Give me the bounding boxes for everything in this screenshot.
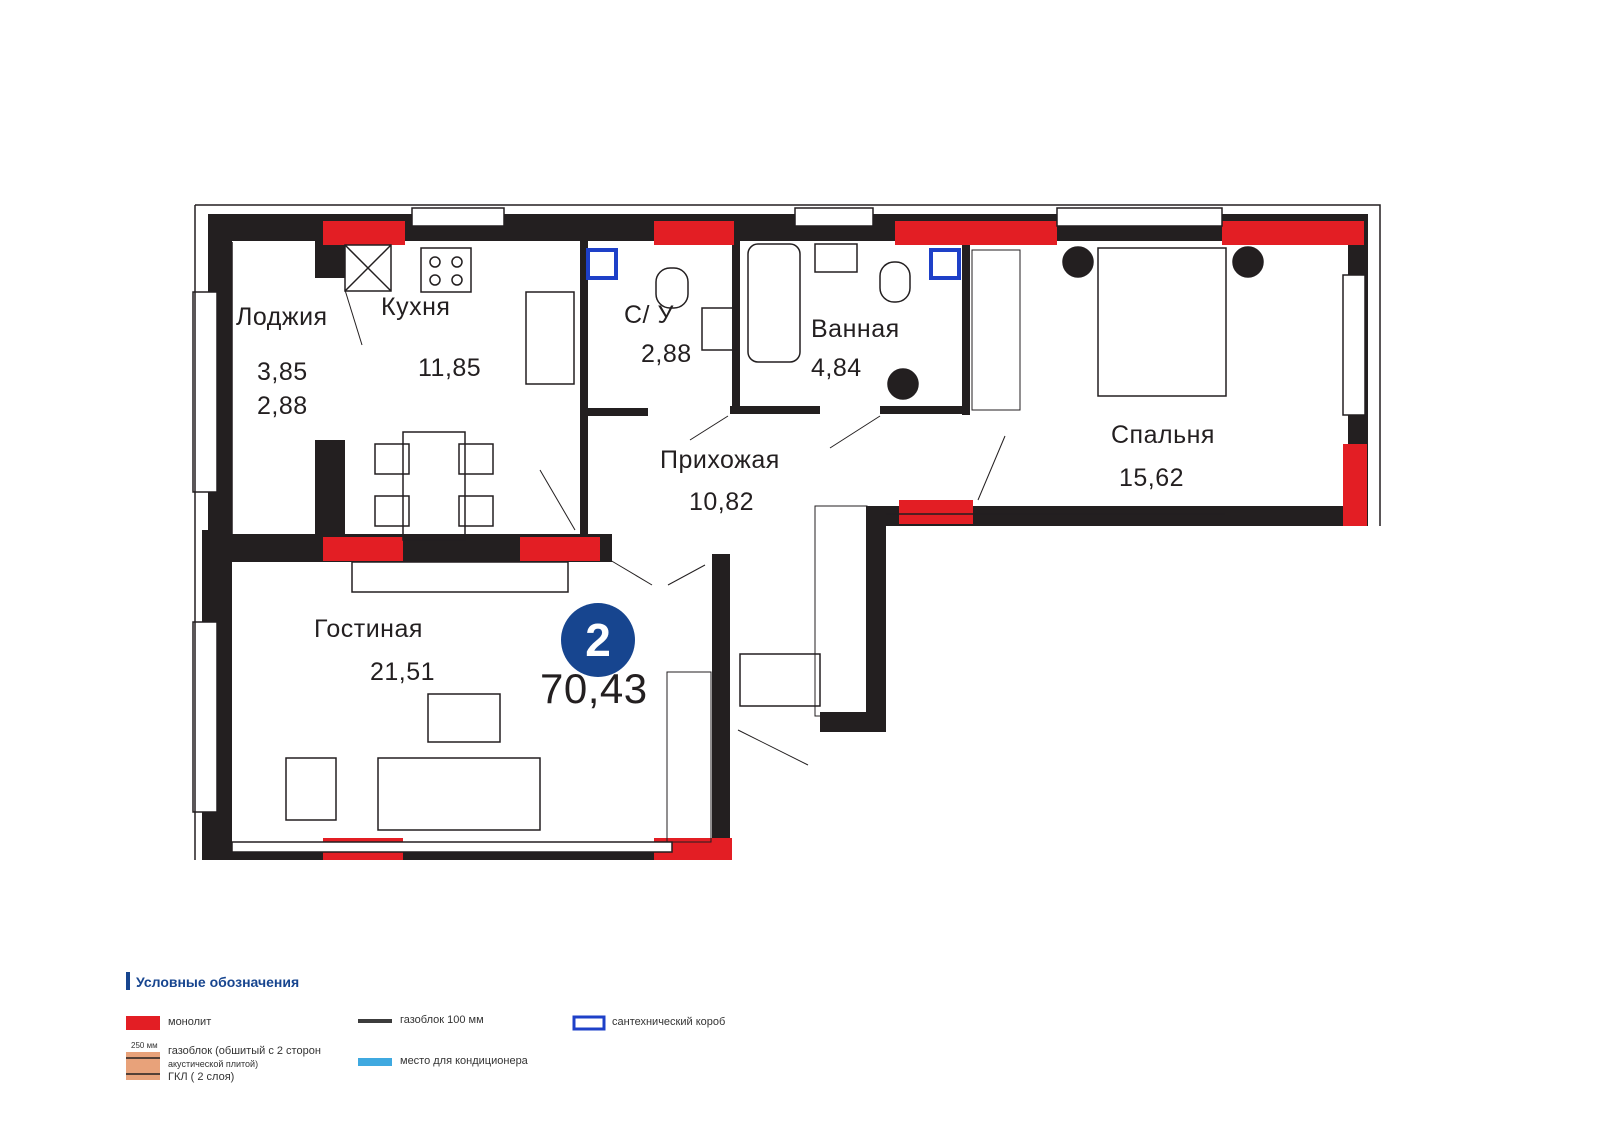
bathtub-icon <box>747 243 801 363</box>
vent-box-icon <box>344 244 392 292</box>
sofa-icon <box>377 757 541 831</box>
rooms-count-badge: 2 <box>561 603 635 677</box>
legend-title: Условные обозначения <box>136 974 300 990</box>
outline <box>194 204 1381 860</box>
bed-icon <box>1097 247 1227 397</box>
living-area: 21,51 <box>370 658 436 686</box>
wardrobe-icon <box>739 653 821 707</box>
dining-table-icon <box>402 431 466 541</box>
bathroom-name: Ванная <box>811 315 900 343</box>
total-area: 70,43 <box>540 665 648 712</box>
legend-gasblock100-label: газоблок 100 мм <box>400 1014 484 1026</box>
hallway-area: 10,82 <box>689 488 755 516</box>
legend-gasblock250-line1: газоблок (обшитый с 2 сторон <box>168 1045 321 1057</box>
loggia-area-1: 3,85 <box>257 358 308 386</box>
tv-unit-icon <box>351 561 569 593</box>
bedroom-area: 15,62 <box>1119 464 1185 492</box>
wc-name: С/ У <box>624 301 674 329</box>
sink-icon <box>525 291 575 385</box>
legend-gasblock250-line3: ГКЛ ( 2 слоя) <box>168 1071 235 1083</box>
coffee-table-icon <box>427 693 501 743</box>
furniture <box>285 243 1264 831</box>
bath-toilet-icon <box>879 261 911 303</box>
loggia-area-2: 2,88 <box>257 392 308 420</box>
bath-sink-icon <box>814 243 858 273</box>
armchair-icon <box>285 757 337 821</box>
kitchen-area: 11,85 <box>418 354 482 382</box>
toilet-icon <box>655 267 689 309</box>
partition-fill <box>666 249 1021 843</box>
interior-walls <box>232 214 970 562</box>
legend-swatches <box>126 1015 606 1080</box>
hallway-name: Прихожая <box>660 446 780 474</box>
wc-area: 2,88 <box>641 340 692 368</box>
legend-plumbing-box-label: сантехнический короб <box>612 1016 726 1028</box>
legend-monolith-label: монолит <box>168 1016 212 1028</box>
bedroom-name: Спальня <box>1111 421 1215 449</box>
legend-title-marker <box>126 972 130 990</box>
door-lines <box>344 289 1006 766</box>
plumbing-boxes <box>586 248 961 280</box>
loggia-name: Лоджия <box>236 303 328 331</box>
living-name: Гостиная <box>314 615 423 643</box>
legend-gasblock250-line2: акустической плитой) <box>168 1059 259 1069</box>
windows <box>192 207 1366 853</box>
bathroom-area: 4,84 <box>811 354 862 382</box>
kitchen-name: Кухня <box>381 293 451 321</box>
wc-sink-icon <box>701 307 737 351</box>
legend-gasblock250-thickness: 250 мм <box>131 1041 158 1050</box>
legend-ac-place-label: место для кондиционера <box>400 1055 528 1067</box>
stove-icon <box>420 247 472 293</box>
